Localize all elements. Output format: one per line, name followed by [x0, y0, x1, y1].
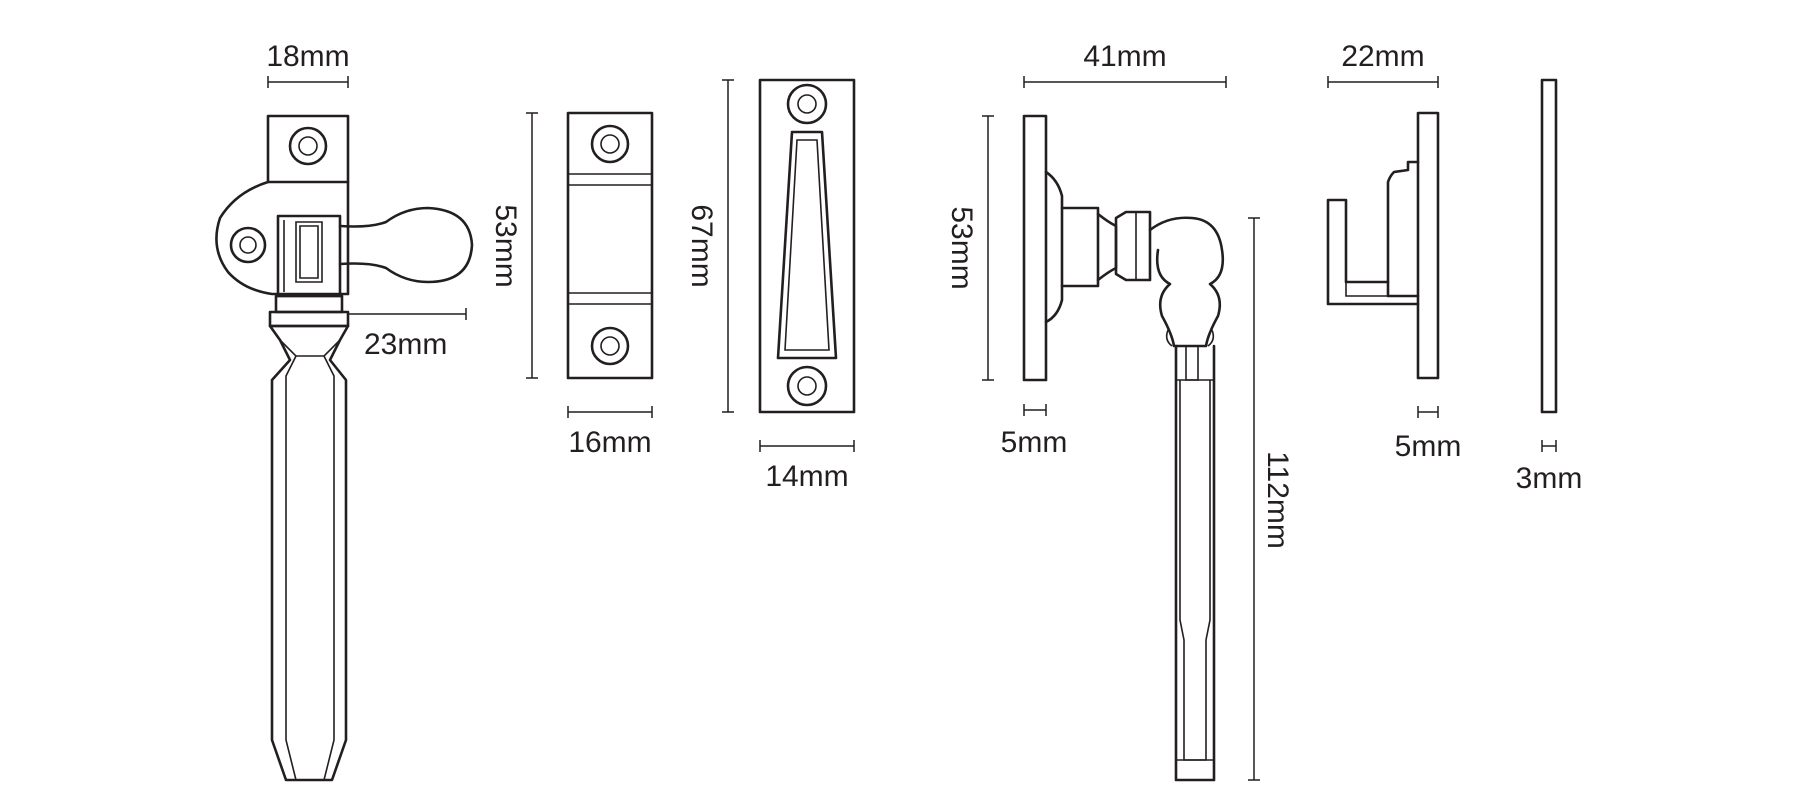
hook-keep-side-view [1326, 111, 1440, 380]
label-handle-projection: 23mm [364, 328, 447, 361]
label-hook-base: 5mm [1395, 430, 1462, 463]
handle-side-view [1022, 114, 1225, 782]
label-strip-thickness: 3mm [1516, 462, 1583, 495]
dimension-lines [267, 76, 1557, 781]
keep-front-view [566, 111, 654, 380]
label-side-base: 5mm [1001, 426, 1068, 459]
label-hook-width: 22mm [1341, 40, 1424, 73]
label-keep-height: 53mm [489, 204, 522, 287]
label-handle-width: 18mm [266, 40, 349, 73]
strike-plate-front-view [758, 78, 856, 414]
label-side-length: 112mm [1261, 451, 1294, 549]
strip-side-view [1540, 78, 1558, 414]
label-side-reach: 41mm [1083, 40, 1166, 73]
handle-front-view [215, 114, 474, 782]
label-plate-height: 67mm [685, 204, 718, 287]
label-plate-width: 14mm [765, 460, 848, 493]
label-side-height: 53mm [945, 206, 978, 289]
label-keep-width: 16mm [568, 426, 651, 459]
